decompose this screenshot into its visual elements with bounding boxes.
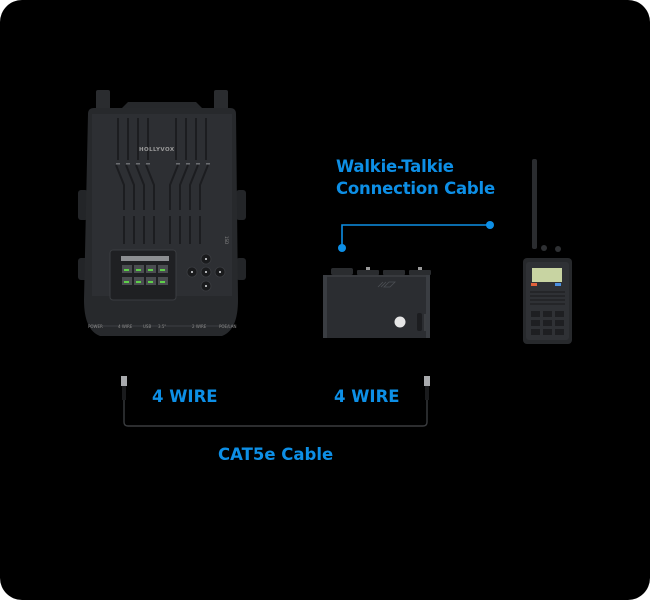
brand-label: HOLLYVOX xyxy=(139,147,175,153)
walkie-cable-label-line2: Connection Cable xyxy=(336,179,495,198)
walkie-connection-line xyxy=(338,221,494,252)
base-station-icon: HOLLYVOX 1SD POWER 4 WIRE USB 3.5" 2 WIR… xyxy=(78,90,246,336)
port-label-poe: POE/LAN xyxy=(219,324,236,329)
adapter-box-icon xyxy=(323,267,431,338)
walkie-talkie-icon xyxy=(523,159,572,344)
port-label-power: POWER xyxy=(88,324,103,329)
port-label-usb: USB xyxy=(143,324,151,329)
adapter-knob xyxy=(394,316,406,328)
cat5e-cable xyxy=(121,376,430,427)
walkie-cable-label: Walkie-Talkie Connection Cable xyxy=(336,156,495,200)
wire-label-right: 4 WIRE xyxy=(334,387,400,406)
port-label-4wire: 4 WIRE xyxy=(118,324,133,329)
port-label-35: 3.5" xyxy=(158,324,166,329)
rj45-plug-right xyxy=(424,376,430,386)
walkie-cable-label-line1: Walkie-Talkie xyxy=(336,157,454,176)
port-label-2wire: 2 WIRE xyxy=(192,324,207,329)
wire-label-left: 4 WIRE xyxy=(152,387,218,406)
lcd-panel xyxy=(109,249,177,301)
side-label: 1SD xyxy=(224,236,229,244)
rj45-plug-left xyxy=(121,376,127,386)
cat5e-cable-label: CAT5e Cable xyxy=(218,445,334,464)
